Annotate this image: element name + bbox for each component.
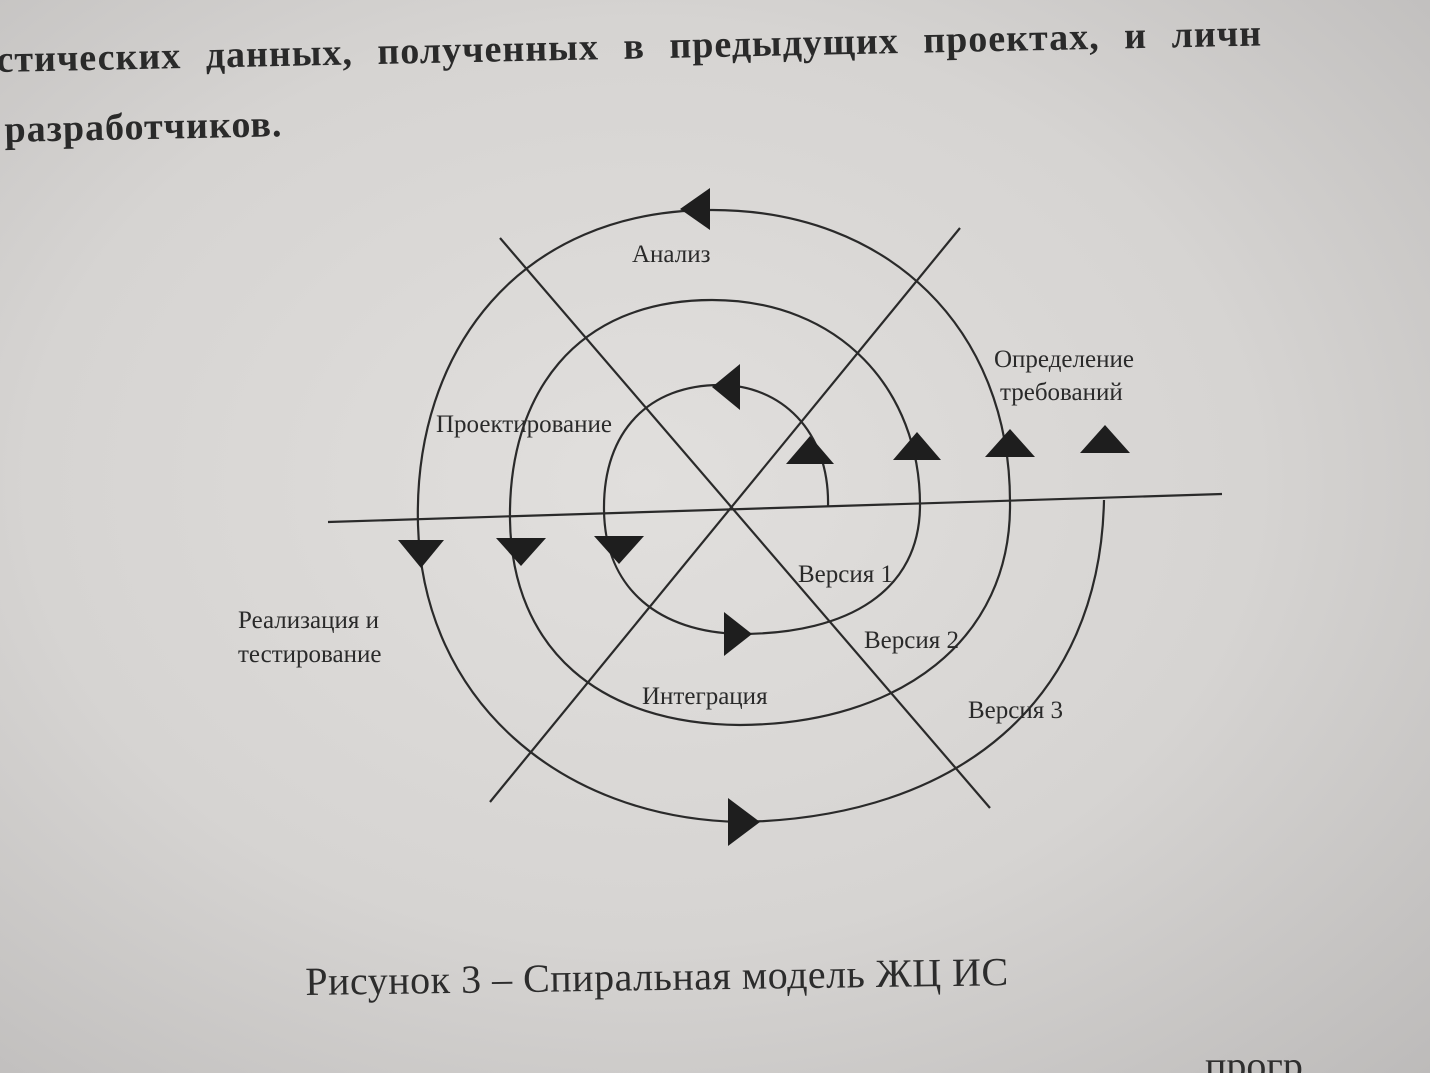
spiral-turn-2 — [508, 298, 922, 727]
spiral-turn-4 — [739, 499, 1106, 824]
horizontal-axis — [327, 492, 1223, 524]
next-paragraph-fragment: прогр — [1205, 1043, 1303, 1073]
arrow-up-3 — [985, 429, 1035, 457]
arrow-down-3 — [594, 536, 644, 564]
figure-caption: Рисунок 3 – Спиральная модель ЖЦ ИС — [305, 949, 1009, 1004]
label-version-3: Версия 3 — [968, 697, 1063, 724]
spiral-turn-1 — [602, 383, 830, 636]
label-requirements-line1: Определение — [994, 346, 1134, 373]
arrow-up-2 — [893, 432, 941, 460]
arrow-down-2 — [496, 538, 546, 566]
label-analysis: Анализ — [632, 241, 711, 268]
diagonal-axis-2 — [489, 227, 961, 803]
label-implementation-line2: тестирование — [238, 641, 381, 668]
diagonal-axis-1 — [499, 237, 991, 809]
arrow-left-inner — [712, 364, 740, 410]
arrow-right-outer — [728, 798, 760, 846]
label-implementation-line1: Реализация и — [238, 607, 379, 634]
label-version-1: Версия 1 — [798, 561, 893, 588]
arrow-up-4 — [1080, 425, 1130, 453]
arrow-up-1 — [786, 436, 834, 464]
label-requirements-line2: требований — [1000, 379, 1123, 406]
arrow-down-1 — [398, 540, 444, 568]
label-integration: Интеграция — [642, 683, 768, 710]
arrow-left-outer — [680, 188, 710, 230]
arrow-right-inner — [724, 612, 752, 656]
label-design: Проектирование — [436, 411, 612, 438]
label-version-2: Версия 2 — [864, 627, 959, 654]
